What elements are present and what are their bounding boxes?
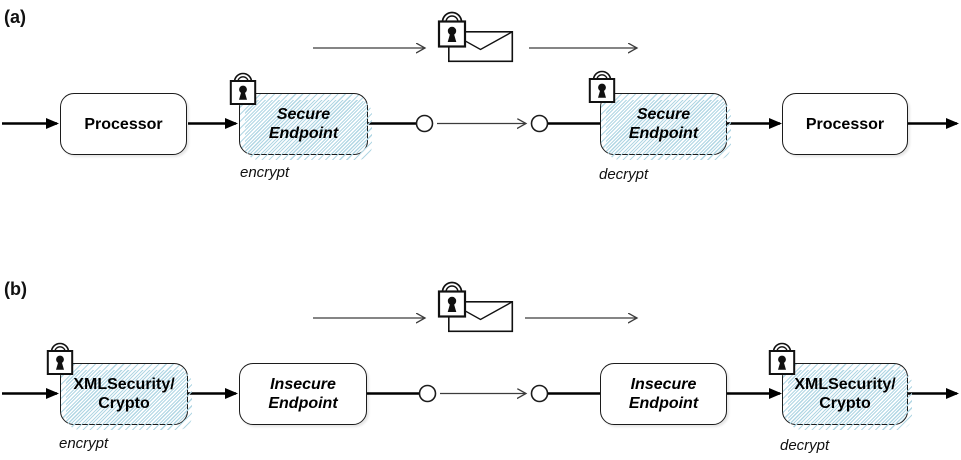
node-label: Processor: [84, 115, 163, 133]
padlock-icon: [229, 66, 257, 106]
padlock-icon: [437, 11, 467, 48]
panel-a-connectors: [2, 48, 959, 133]
node-label: Secure Endpoint: [268, 106, 339, 142]
node-xmlsecurity-crypto-decrypt: XMLSecurity/ Crypto: [782, 363, 908, 425]
channel-endpoint-circle: [415, 114, 434, 133]
encrypted-message-icon: [436, 5, 514, 63]
channel-endpoint-circle: [418, 384, 437, 403]
node-xmlsecurity-crypto-encrypt: XMLSecurity/ Crypto: [60, 363, 188, 425]
channel-endpoint-circle: [530, 114, 549, 133]
channel-endpoint-circle: [530, 384, 549, 403]
node-label: XMLSecurity/ Crypto: [794, 376, 896, 412]
annotation-decrypt-b: decrypt: [780, 437, 830, 454]
node-processor-out: Processor: [782, 93, 908, 155]
padlock-icon: [588, 64, 616, 104]
encrypted-message-icon: [436, 275, 514, 333]
padlock-icon: [768, 336, 796, 376]
padlock-icon: [437, 281, 467, 318]
panel-b-connectors: [2, 318, 959, 403]
padlock-icon: [46, 336, 74, 376]
node-label: Insecure Endpoint: [268, 376, 338, 412]
node-label: Insecure Endpoint: [628, 376, 699, 412]
node-insecure-endpoint-out: Insecure Endpoint: [600, 363, 727, 425]
node-insecure-endpoint-in: Insecure Endpoint: [239, 363, 367, 425]
annotation-decrypt-a: decrypt: [599, 166, 649, 183]
node-processor-in: Processor: [60, 93, 187, 155]
annotation-encrypt-a: encrypt: [240, 164, 290, 181]
node-label: XMLSecurity/ Crypto: [73, 376, 175, 412]
panel-b-label: (b): [4, 279, 27, 299]
node-label: Processor: [805, 115, 885, 133]
annotation-encrypt-b: encrypt: [59, 435, 109, 452]
node-secure-endpoint-encrypt: Secure Endpoint: [239, 93, 368, 155]
panel-a-label: (a): [4, 7, 26, 27]
node-label: Secure Endpoint: [628, 106, 699, 142]
node-secure-endpoint-decrypt: Secure Endpoint: [600, 93, 727, 155]
